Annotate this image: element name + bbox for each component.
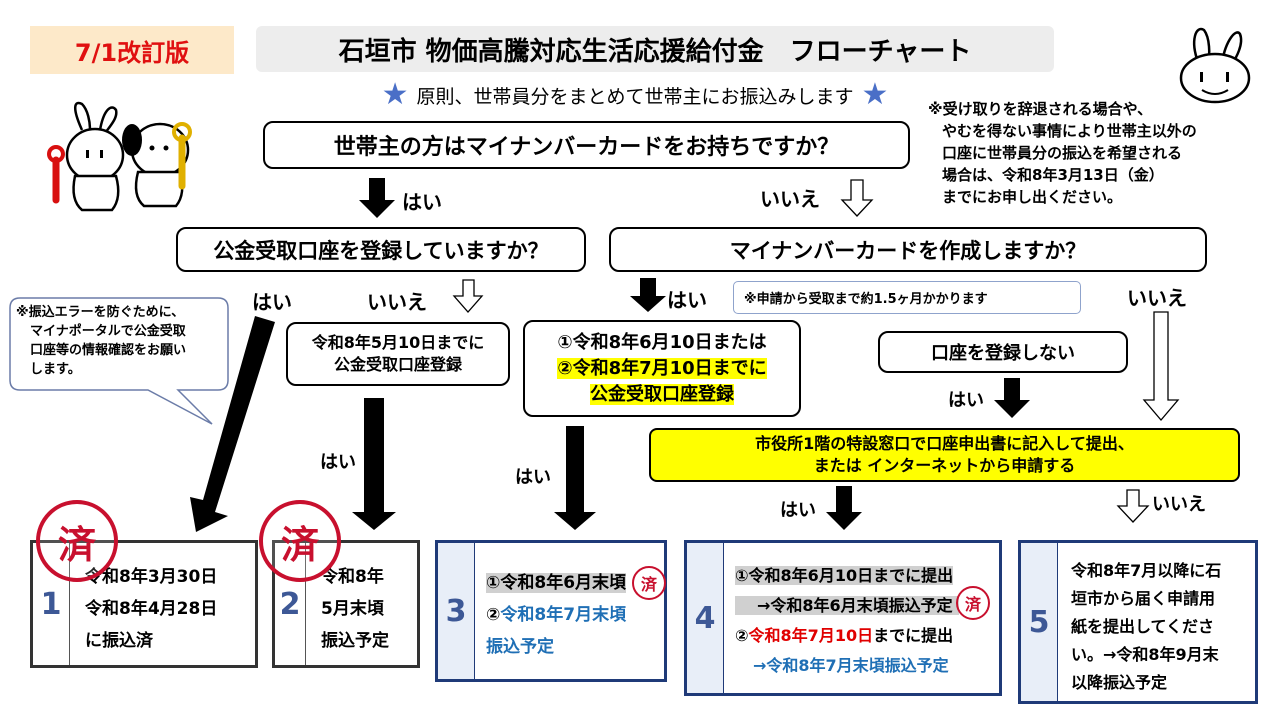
no-label: いいえ [1127,286,1187,310]
result-number: 1 [33,543,70,665]
register-account-by-may10: 令和8年5月10日までに 公金受取口座登録 [286,322,510,386]
result-box-3: 3 ①令和8年6月末頃 ②令和8年7月末頃 振込予定 [435,540,667,682]
no-label: いいえ [760,187,820,211]
apply-at-city-hall: 市役所1階の特設窓口で口座申出書に記入して提出、 または インターネットから申請… [649,428,1240,482]
yes-label: はい [402,190,442,214]
question-create-card: マイナンバーカードを作成しますか？ [609,227,1207,272]
done-stamp-icon: 済 [36,500,118,582]
result-number: 3 [438,543,475,679]
yes-label: はい [252,290,292,314]
star-icon: ★ [861,77,889,112]
result-box-5: 5 令和8年7月以降に石 垣市から届く申請用 紙を提出してくださ い。→令和8年… [1018,540,1258,704]
yes-label: はい [320,452,356,473]
yes-label: はい [780,500,816,521]
done-stamp-icon: 済 [259,500,341,582]
yes-label: はい [948,390,984,411]
speech-bubble-note: ※振込エラーを防ぐために、 マイナポータルで公金受取 口座等の情報確認をお願い … [16,305,187,377]
no-account-registration: 口座を登録しない [878,331,1128,373]
no-label: いいえ [367,290,427,314]
card-issue-note: ※申請から受取まで約1.5ヶ月かかります [733,281,1081,314]
revision-badge: 7/1改訂版 [30,26,234,74]
yes-label: はい [667,288,707,312]
question-registered-account: 公金受取口座を登録していますか？ [176,227,586,272]
result-box-4: 4 ①令和8年6月10日までに提出 →令和8年6月末頃振込予定 ②令和8年7月1… [684,540,1002,696]
result-number: 4 [687,543,724,693]
no-label: いいえ [1152,494,1206,515]
principle-row: ★ 原則、世帯員分をまとめて世帯主にお振込みします ★ [345,80,925,110]
side-note: ※受け取りを辞退される場合や、 やむを得ない事情により世帯主以外の 口座に世帯員… [928,100,1197,206]
principle-text: 原則、世帯員分をまとめて世帯主にお振込みします [416,85,854,108]
star-icon: ★ [381,77,409,112]
result-number: 2 [275,543,306,665]
question-has-mynumber-card: 世帯主の方はマイナンバーカードをお持ちですか？ [263,121,910,169]
done-stamp-icon: 済 [632,566,666,600]
result-number: 5 [1021,543,1058,701]
register-account-by-june-july: ①令和8年6月10日または ②令和8年7月10日までに 公金受取口座登録 [523,320,801,417]
page-title: 石垣市 物価高騰対応生活応援給付金 フローチャート [256,26,1054,72]
yes-label: はい [515,467,551,488]
done-stamp-icon: 済 [956,586,990,620]
